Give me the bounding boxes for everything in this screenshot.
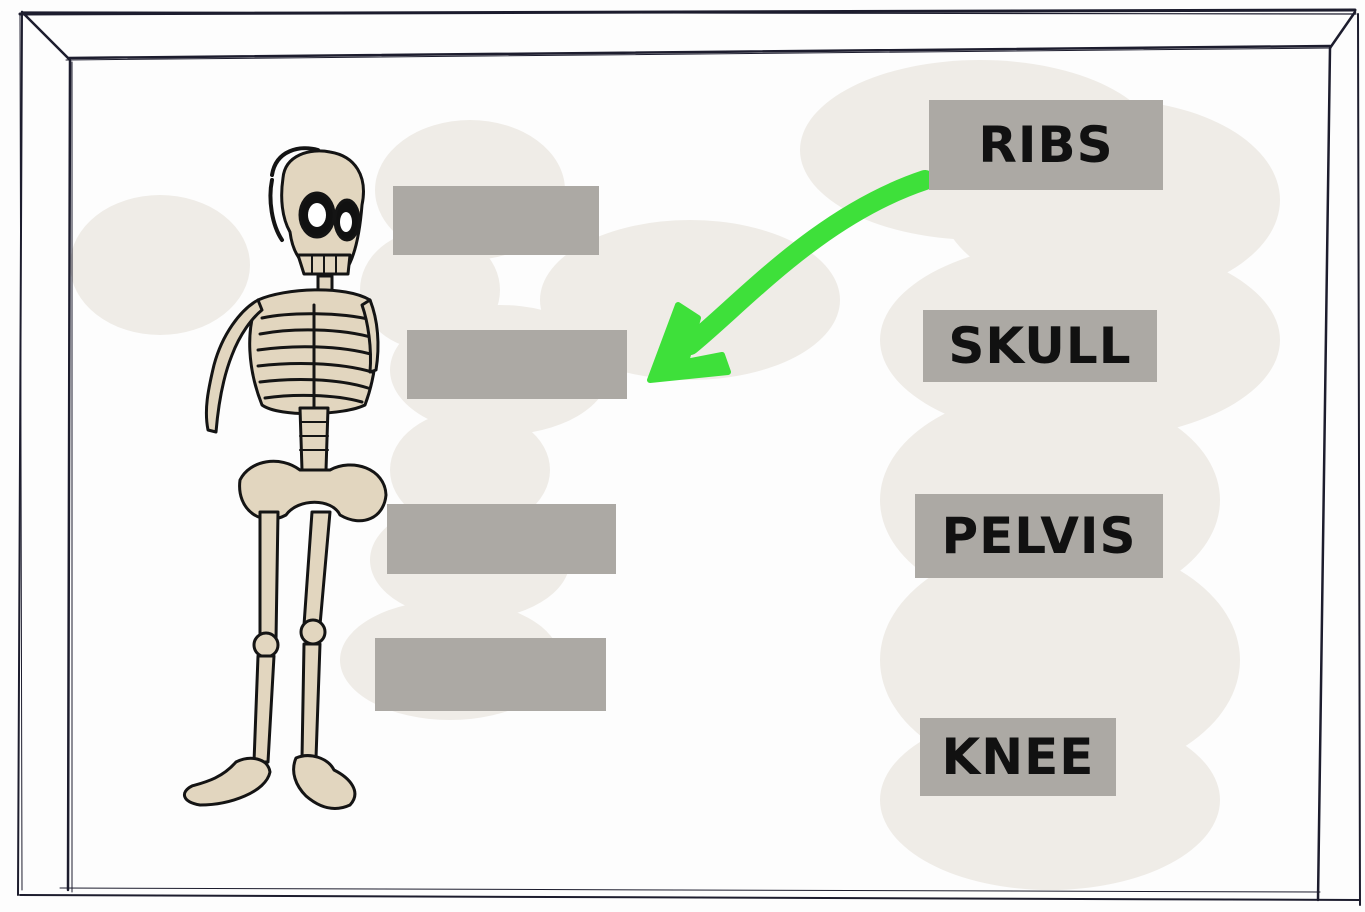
word-card-ribs[interactable]: RIBS — [929, 100, 1163, 190]
drop-slot-2[interactable] — [407, 330, 627, 399]
word-card-skull[interactable]: SKULL — [923, 310, 1157, 382]
word-card-pelvis[interactable]: PELVIS — [915, 494, 1163, 578]
word-card-label: KNEE — [942, 732, 1095, 782]
word-card-label: SKULL — [948, 321, 1131, 371]
arrow-shaft — [690, 180, 925, 345]
drop-slot-3[interactable] — [387, 504, 616, 574]
word-card-knee[interactable]: KNEE — [920, 718, 1116, 796]
word-card-label: RIBS — [978, 120, 1113, 170]
word-card-label: PELVIS — [941, 511, 1136, 561]
drop-slot-1[interactable] — [393, 186, 599, 255]
drop-slot-4[interactable] — [375, 638, 606, 711]
